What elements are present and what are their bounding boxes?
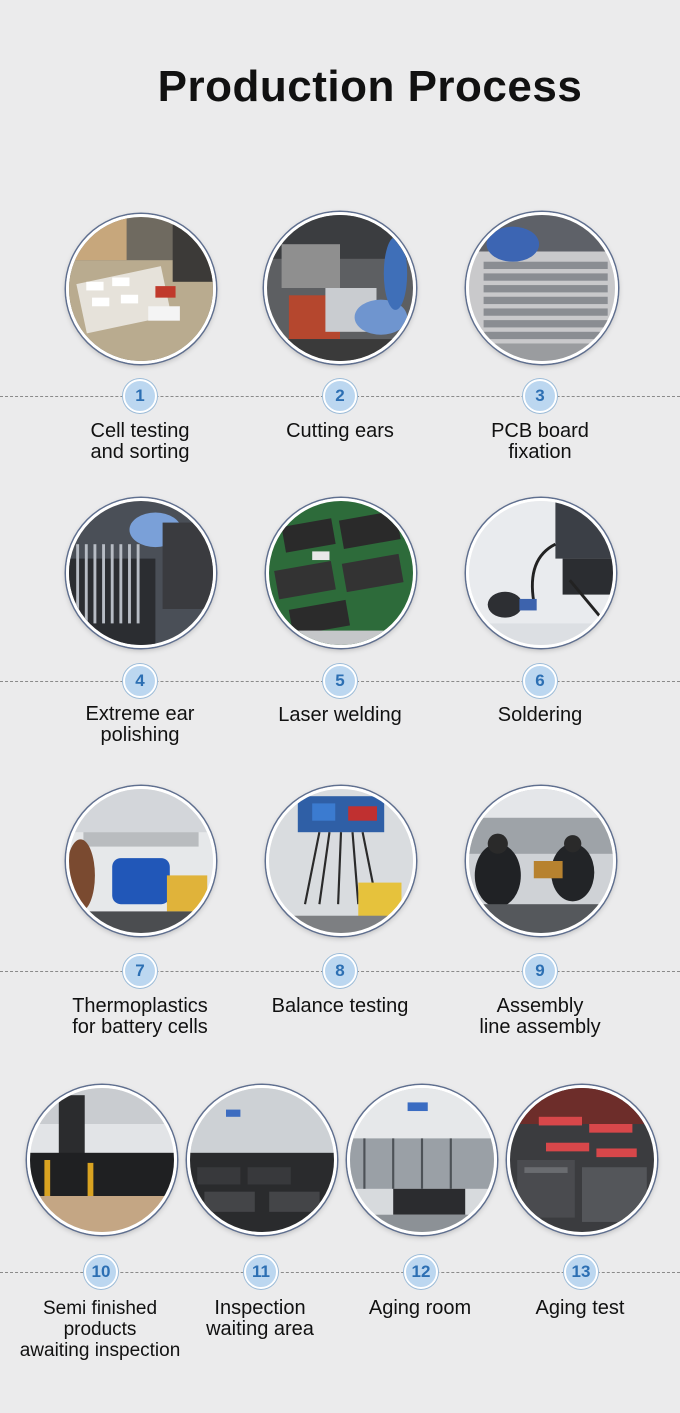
step-label: Balance testing (271, 995, 409, 1017)
step-label: Cell testing and sorting (90, 420, 190, 463)
step-number-badge: 8 (323, 954, 357, 988)
step-label: Extreme ear polishing (85, 703, 195, 746)
step-label: Semi finished products awaiting inspecti… (19, 1298, 181, 1361)
step-label: Aging room (368, 1297, 472, 1319)
step-label: Cutting ears (286, 420, 394, 442)
pcb-fixation-photo (466, 212, 618, 364)
step-number-badge: 3 (523, 379, 557, 413)
cutting-ears-photo (264, 212, 416, 364)
step-number-badge: 5 (323, 664, 357, 698)
step-number-badge: 11 (244, 1255, 278, 1289)
aging-test-photo (507, 1085, 657, 1235)
step-number-badge: 7 (123, 954, 157, 988)
cell-testing-photo (66, 214, 216, 364)
step-label: Assembly line assembly (479, 995, 601, 1038)
balance-testing-photo (266, 786, 416, 936)
semi-finished-photo (27, 1085, 177, 1235)
step-label: Aging test (535, 1297, 625, 1319)
step-number-badge: 1 (123, 379, 157, 413)
step-label: Thermoplastics for battery cells (72, 995, 208, 1038)
row-divider (0, 1272, 680, 1273)
soldering-photo (466, 498, 616, 648)
step-label: Soldering (497, 704, 583, 726)
thermoplastics-photo (66, 786, 216, 936)
step-number-badge: 13 (564, 1255, 598, 1289)
step-label: Laser welding (278, 704, 402, 726)
step-number-badge: 2 (323, 379, 357, 413)
step-number-badge: 12 (404, 1255, 438, 1289)
laser-welding-photo (266, 498, 416, 648)
inspection-area-photo (187, 1085, 337, 1235)
step-label: PCB board fixation (491, 420, 589, 463)
step-number-badge: 9 (523, 954, 557, 988)
aging-room-photo (347, 1085, 497, 1235)
step-number-badge: 4 (123, 664, 157, 698)
ear-polishing-photo (66, 498, 216, 648)
page-title: Production Process (157, 62, 583, 111)
step-number-badge: 6 (523, 664, 557, 698)
assembly-line-photo (466, 786, 616, 936)
step-label: Inspection waiting area (206, 1297, 314, 1340)
step-number-badge: 10 (84, 1255, 118, 1289)
